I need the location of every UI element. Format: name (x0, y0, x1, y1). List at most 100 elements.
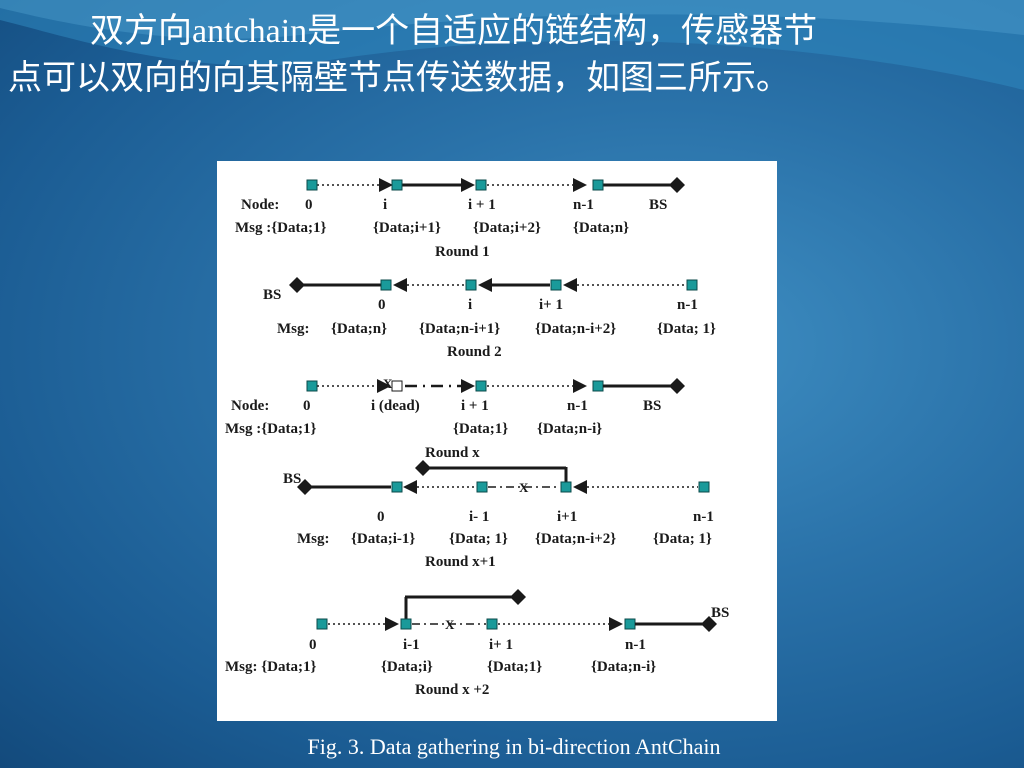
round1-node-bs: BS (649, 197, 667, 213)
roundx1-arrowhead (403, 480, 417, 494)
round1-node (306, 179, 318, 191)
round1-node-n1: n-1 (573, 197, 594, 213)
antchain-figure: Node: 0 i i + 1 n-1 BS Msg :{Data;1} {Da… (217, 161, 777, 721)
round1-msg: {Data;i+2} (473, 220, 541, 236)
roundx2-title: Round x +2 (415, 682, 489, 698)
roundx-node-dead: i (dead) (371, 398, 420, 414)
roundx-node (592, 380, 604, 392)
roundx1-msg-label: Msg: (297, 531, 330, 547)
roundx1-title: Round x+1 (425, 554, 496, 570)
round2-node (550, 279, 562, 291)
round2-node (380, 279, 392, 291)
roundx-msg-label: Msg :{Data;1} (225, 421, 316, 437)
round2-node-i: i (468, 297, 472, 313)
roundx-arrowhead (461, 379, 475, 393)
round2-node-i1: i+ 1 (539, 297, 563, 313)
round-x: X Node: 0 i (dead) i + 1 n-1 BS Msg :{Da… (225, 376, 685, 461)
round1-msg: {Data;i+1} (373, 220, 441, 236)
round1-title: Round 1 (435, 244, 490, 260)
roundx-bs-diamond (669, 378, 685, 394)
roundx2-arrowhead (385, 617, 399, 631)
roundx2-node (400, 618, 412, 630)
roundx2-msg: {Data;1} (487, 659, 542, 675)
round2-msg: {Data;n-i+2} (535, 321, 616, 337)
roundx-dead-node (391, 380, 403, 392)
roundx-node-bs: BS (643, 398, 661, 414)
roundx-title: Round x (425, 445, 480, 461)
round1-msg: {Data;n} (573, 220, 629, 236)
round1-arrowhead (573, 178, 587, 192)
roundx-node-n1: n-1 (567, 398, 588, 414)
round1-node-0: 0 (305, 197, 313, 213)
round1-bs-diamond (669, 177, 685, 193)
roundx2-bs-diamond (701, 616, 717, 632)
figure-caption: Fig. 3. Data gathering in bi-direction A… (307, 734, 721, 759)
round1-arrowhead (379, 178, 393, 192)
roundx1-arrowhead (573, 480, 587, 494)
roundx2-msg-label: Msg: {Data;1} (225, 659, 316, 675)
roundx1-msg: {Data;i-1} (351, 531, 415, 547)
round2-node-n1: n-1 (677, 297, 698, 313)
round2-node (465, 279, 477, 291)
roundx-x-mark: X (383, 376, 393, 391)
round2-msg: {Data;n} (331, 321, 387, 337)
roundx2-branch-diamond (510, 589, 526, 605)
round1-arrowhead (461, 178, 475, 192)
roundx1-node-i-1: i- 1 (469, 509, 489, 525)
round1-node (592, 179, 604, 191)
roundx2-msg: {Data;n-i} (591, 659, 656, 675)
roundx-arrowhead (377, 379, 391, 393)
round2-title: Round 2 (447, 344, 502, 360)
roundx2-bs-label: BS (711, 605, 729, 621)
roundx2-x-mark: X (445, 617, 455, 632)
roundx-node (475, 380, 487, 392)
roundx1-node (560, 481, 572, 493)
round2-bs-diamond (289, 277, 305, 293)
roundx2-node (316, 618, 328, 630)
roundx1-node (476, 481, 488, 493)
antchain-diagram: Node: 0 i i + 1 n-1 BS Msg :{Data;1} {Da… (225, 177, 729, 698)
round-2: BS 0 i i+ 1 n-1 Msg: {Data;n} {Data;n-i+… (263, 277, 716, 360)
round2-node-0: 0 (378, 297, 386, 313)
roundx-node (306, 380, 318, 392)
roundx2-msg: {Data;i} (381, 659, 433, 675)
round-x1: X BS 0 i- 1 i+1 n-1 Msg: {Data;i-1} {Dat… (283, 460, 714, 570)
roundx1-node-i1: i+1 (557, 509, 577, 525)
roundx2-node-0: 0 (309, 637, 317, 653)
round2-arrowhead (478, 278, 492, 292)
roundx1-bs-label: BS (283, 471, 301, 487)
roundx1-bs-diamond (297, 479, 313, 495)
roundx-msg: {Data;1} (453, 421, 508, 437)
roundx1-branch-diamond (415, 460, 431, 476)
round2-arrowhead (563, 278, 577, 292)
round2-bs-label: BS (263, 287, 281, 303)
slide-paragraph: 双方向antchain是一个自适应的链结构，传感器节点可以双向的向其隔壁节点传送… (8, 13, 818, 97)
roundx-arrowhead (573, 379, 587, 393)
round1-msg-label: Msg :{Data;1} (235, 220, 326, 236)
round2-node (686, 279, 698, 291)
round2-msg: {Data;n-i+1} (419, 321, 500, 337)
roundx1-msg: {Data; 1} (653, 531, 712, 547)
roundx-node-label: Node: (231, 398, 269, 414)
roundx2-node (624, 618, 636, 630)
round1-node (391, 179, 403, 191)
roundx2-node-i-1: i-1 (403, 637, 420, 653)
roundx1-node-0: 0 (377, 509, 385, 525)
roundx-node-0: 0 (303, 398, 311, 414)
round-x2: X BS 0 i-1 i+ 1 n-1 Msg: {Data;1} {Data;… (225, 589, 729, 698)
roundx1-msg: {Data; 1} (449, 531, 508, 547)
round1-node-i: i (383, 197, 387, 213)
round1-node-label: Node: (241, 197, 279, 213)
roundx1-msg: {Data;n-i+2} (535, 531, 616, 547)
roundx1-node (391, 481, 403, 493)
roundx2-node-i1: i+ 1 (489, 637, 513, 653)
roundx1-node-n1: n-1 (693, 509, 714, 525)
round2-arrowhead (393, 278, 407, 292)
roundx-node-i1: i + 1 (461, 398, 489, 414)
round1-node (475, 179, 487, 191)
round2-msg-label: Msg: (277, 321, 310, 337)
roundx1-x-mark: X (519, 480, 529, 495)
roundx-msg: {Data;n-i} (537, 421, 602, 437)
round2-msg: {Data; 1} (657, 321, 716, 337)
